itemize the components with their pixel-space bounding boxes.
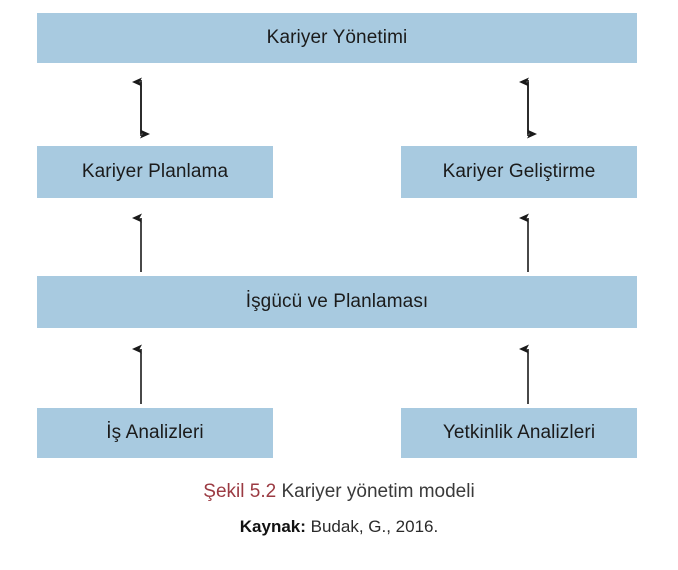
- figure-source-line: Kaynak: Budak, G., 2016.: [0, 515, 678, 540]
- node-kariyer-planlama-label: Kariyer Planlama: [81, 160, 229, 182]
- figure-caption-title: Kariyer yönetim modeli: [281, 481, 475, 502]
- node-kariyer-gelistirme: Kariyer Geliştirme: [401, 146, 637, 198]
- node-kariyer-planlama: Kariyer Planlama: [37, 146, 273, 198]
- node-isgucu-ve-planlamasi-label: İşgücü ve Planlaması: [245, 290, 429, 312]
- figure-number: Şekil 5.2: [203, 481, 277, 502]
- node-yetkinlik-analizleri-label: Yetkinlik Analizleri: [442, 421, 596, 443]
- node-kariyer-yonetimi-label: Kariyer Yönetimi: [266, 26, 408, 48]
- figure-source-text: Budak, G., 2016.: [310, 516, 439, 536]
- figure-caption-title-line: Şekil 5.2 Kariyer yönetim modeli: [0, 478, 678, 506]
- node-isgucu-ve-planlamasi: İşgücü ve Planlaması: [37, 276, 637, 328]
- node-is-analizleri: İş Analizleri: [37, 408, 273, 458]
- figure-caption: Şekil 5.2 Kariyer yönetim modeli Kaynak:…: [0, 478, 678, 539]
- node-is-analizleri-label: İş Analizleri: [106, 421, 204, 443]
- node-yetkinlik-analizleri: Yetkinlik Analizleri: [401, 408, 637, 458]
- figure-source-label: Kaynak:: [239, 516, 306, 536]
- node-kariyer-yonetimi: Kariyer Yönetimi: [37, 13, 637, 63]
- node-kariyer-gelistirme-label: Kariyer Geliştirme: [442, 160, 596, 182]
